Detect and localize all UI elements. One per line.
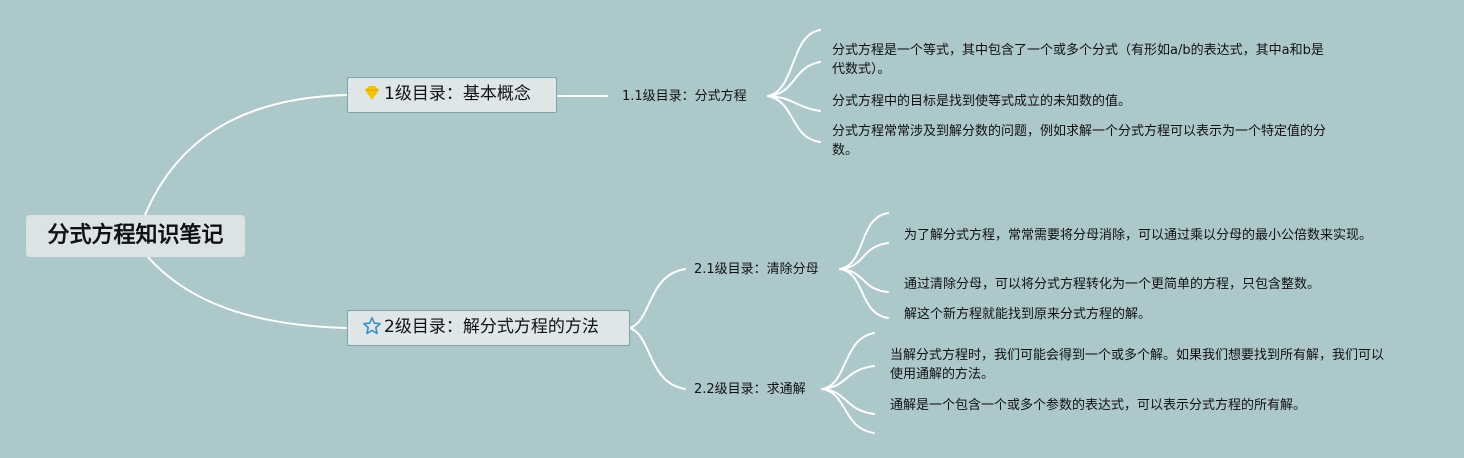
star-icon bbox=[362, 315, 382, 335]
connector-topic-2-1-leaf-4 bbox=[839, 268, 889, 319]
connector-topic-2-2-leaf-4 bbox=[821, 388, 875, 434]
subtopic-clear-denominators[interactable]: 2.1级目录：清除分母 bbox=[694, 262, 819, 277]
connector-topic-2-2-leaf-1 bbox=[821, 332, 875, 390]
leaf-note[interactable]: 为了解分式方程，常常需要将分母消除，可以通过乘以分母的最小公倍数来实现。 bbox=[904, 228, 1373, 243]
leaf-note[interactable]: 分式方程中的目标是找到使等式成立的未知数的值。 bbox=[832, 94, 1132, 109]
connector-topic-1-1-leaf-3 bbox=[767, 95, 821, 112]
branch-topic-label: 2级目录：解分式方程的方法 bbox=[384, 317, 599, 337]
connector-topic-1-1-leaf-4 bbox=[767, 95, 821, 143]
subtopic-general-solution[interactable]: 2.2级目录：求通解 bbox=[694, 382, 806, 397]
connector-root-to-branch-1 bbox=[144, 94, 348, 216]
branch-topic-label: 1级目录：基本概念 bbox=[384, 84, 531, 104]
connector-branch-2-to-topic-2-1 bbox=[629, 268, 686, 329]
root-topic[interactable]: 分式方程知识笔记 bbox=[26, 215, 245, 257]
leaf-note[interactable]: 解这个新方程就能找到原来分式方程的解。 bbox=[904, 307, 1152, 322]
branch-topic-solving-methods[interactable]: 2级目录：解分式方程的方法 bbox=[347, 310, 630, 346]
connector-root-to-branch-2 bbox=[147, 256, 348, 329]
leaf-note[interactable]: 分式方程是一个等式，其中包含了一个或多个分式（有形如a/b的表达式，其中a和b是… bbox=[832, 43, 1324, 77]
connector-topic-2-1-leaf-1 bbox=[839, 212, 889, 270]
leaf-note[interactable]: 通解是一个包含一个或多个参数的表达式，可以表示分式方程的所有解。 bbox=[890, 398, 1307, 413]
connector-topic-2-2-leaf-3 bbox=[821, 388, 875, 415]
leaf-note[interactable]: 当解分式方程时，我们可能会得到一个或多个解。如果我们想要找到所有解，我们可以使用… bbox=[890, 348, 1385, 382]
connector-topic-2-2-leaf-2 bbox=[821, 365, 875, 390]
diamond-icon bbox=[362, 82, 382, 102]
connector-topic-1-1-leaf-2 bbox=[767, 61, 821, 97]
subtopic-fractional-equation[interactable]: 1.1级目录：分式方程 bbox=[622, 89, 747, 104]
connector-topic-1-1-leaf-1 bbox=[767, 29, 821, 97]
connector-topic-2-1-leaf-2 bbox=[839, 242, 889, 270]
branch-topic-basic-concepts[interactable]: 1级目录：基本概念 bbox=[347, 77, 557, 113]
leaf-note[interactable]: 分式方程常常涉及到解分数的问题，例如求解一个分式方程可以表示为一个特定值的分数。 bbox=[832, 124, 1327, 158]
connector-branch-2-to-topic-2-2 bbox=[629, 327, 686, 390]
leaf-note[interactable]: 通过清除分母，可以将分式方程转化为一个更简单的方程，只包含整数。 bbox=[904, 277, 1321, 292]
